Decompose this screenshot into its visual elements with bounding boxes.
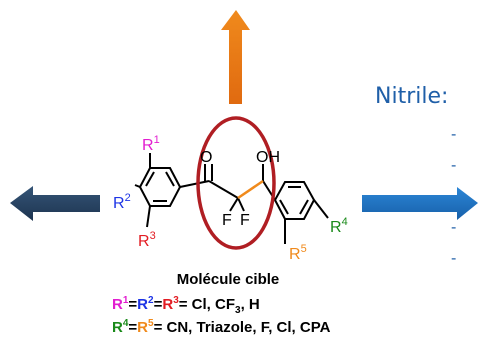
r5-label: R5 xyxy=(289,243,307,263)
left-benzene-ring xyxy=(138,167,182,207)
carbon-chain xyxy=(134,153,329,244)
nitrile-bullet: - xyxy=(451,250,457,267)
hydroxyl-label: OH xyxy=(256,149,280,166)
up-arrow xyxy=(221,10,250,104)
nitrile-heading: Nitrile: xyxy=(375,84,449,109)
fluorine-label-left: F xyxy=(222,212,232,229)
r2-label: R2 xyxy=(113,192,131,212)
highlight-ellipse xyxy=(196,116,276,250)
right-benzene-ring xyxy=(273,181,316,220)
fluorine-label-right: F xyxy=(240,212,250,229)
oxygen-label: O xyxy=(200,149,212,166)
r3-label: R3 xyxy=(138,230,156,250)
r1-label: R1 xyxy=(142,134,160,154)
nitrile-bullet: - xyxy=(451,157,457,174)
nitrile-bullet: - xyxy=(451,126,457,143)
legend-line-r1-r3: R1=R2=R3= Cl, CF3, H xyxy=(112,295,260,316)
molecule-caption: Molécule cible xyxy=(177,271,280,288)
right-arrow xyxy=(362,187,478,220)
legend-line-r4-r5: R4=R5= CN, Triazole, F, Cl, CPA xyxy=(112,318,331,336)
left-arrow xyxy=(10,186,100,221)
nitrile-bullet: - xyxy=(451,219,457,236)
r4-label: R4 xyxy=(330,216,348,236)
highlighted-bond xyxy=(237,179,264,200)
